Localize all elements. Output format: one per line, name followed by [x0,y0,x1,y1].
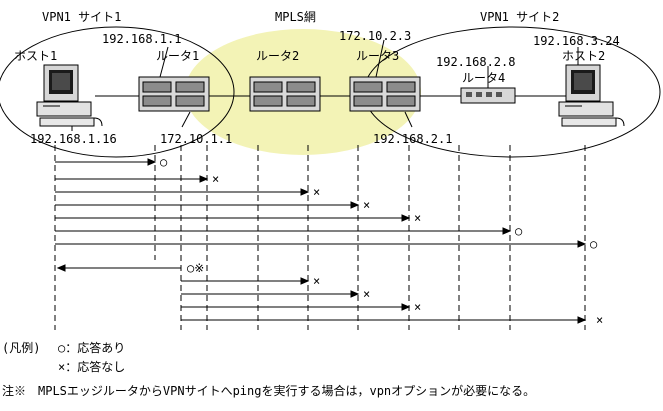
pointer-r3-top [375,39,385,78]
router2-icon [249,76,321,112]
router4-icon [460,87,516,104]
router4-ip-top: 192.168.2.8 [436,55,515,69]
result-ng-9: × [313,274,320,288]
router3-icon [349,76,421,112]
result-ok-6: ○ [515,224,522,238]
title-vpn1-site2: VPN1 サイト2 [480,10,559,24]
host2-icon [558,64,625,127]
result-ng-12: × [596,313,603,327]
host1-icon [36,64,103,127]
result-ng-11: × [414,300,421,314]
title-vpn1-site1: VPN1 サイト1 [42,10,121,24]
router1-icon [138,76,210,112]
router1-label: ルータ1 [156,49,199,63]
result-ng-4: × [363,198,370,212]
host1-label: ホスト1 [14,49,57,63]
router2-label: ルータ2 [256,49,299,63]
result-ng-3: × [313,185,320,199]
router3-ip-bottom: 192.168.2.1 [373,132,452,146]
host2-ip: 192.168.3.24 [533,34,620,48]
timeline-guides [54,145,586,330]
result-ng-2: × [212,172,219,186]
host2-label: ホスト2 [562,49,605,63]
pointer-r1-top [159,46,169,78]
result-ok-7: ○ [590,237,597,251]
result-ng-5: × [414,211,421,225]
legend-title: (凡例) [2,341,40,355]
router1-ip-bottom: 172.10.1.1 [160,132,232,146]
footnote: 注※ MPLSエッジルータからVPNサイトへpingを実行する場合は，vpnオプ… [2,383,535,398]
pointer-r3-bottom [404,111,413,128]
result-ok-1: ○ [160,155,167,169]
router3-label: ルータ3 [356,49,399,63]
legend-ok: ○：応答あり [58,340,125,355]
host1-ip: 192.168.1.16 [30,132,117,146]
title-mpls: MPLS網 [275,10,316,24]
router3-ip-top: 172.10.2.3 [339,29,411,43]
ping-arrows-host1 [55,158,587,248]
legend-ng: ×：応答なし [58,359,125,374]
router4-label: ルータ4 [462,71,505,85]
router1-ip-top: 192.168.1.1 [102,32,181,46]
pointer-r1-bottom [181,111,191,128]
ping-arrows-router1 [56,264,587,324]
site1-outline [0,26,235,158]
result-ok-note-8: ○※ [187,261,204,275]
result-ng-10: × [363,287,370,301]
